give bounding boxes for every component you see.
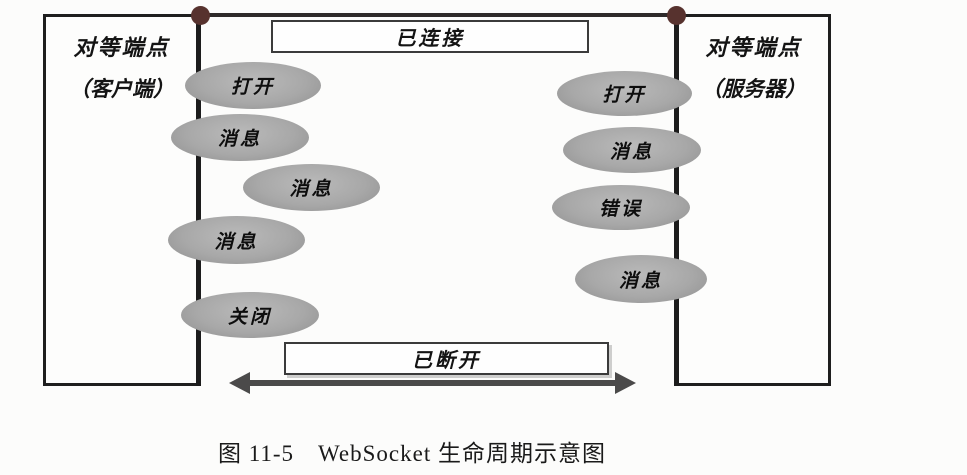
server-endpoint-subtitle: （服务器）	[701, 78, 806, 101]
server-connection-dot-icon	[667, 6, 686, 25]
client-endpoint-title: 对等端点	[73, 35, 170, 60]
figure-caption: 图 11-5 WebSocket 生命周期示意图	[218, 441, 606, 466]
server-endpoint-title: 对等端点	[705, 35, 802, 60]
client-connection-dot-icon	[191, 6, 210, 25]
client-event-open: 打开	[185, 62, 321, 109]
client-endpoint-box: 对等端点 （客户端）	[43, 14, 200, 386]
server-event-message-1: 消息	[563, 127, 701, 173]
client-endpoint-subtitle: （客户端）	[69, 78, 174, 101]
connected-label: 已连接	[395, 28, 465, 50]
disconnected-state-box: 已断开	[284, 342, 609, 375]
right-arrowhead-icon	[615, 372, 636, 394]
client-event-message-2: 消息	[243, 164, 380, 211]
server-event-error: 错误	[552, 185, 690, 230]
disconnect-arrow	[247, 380, 618, 386]
connected-state-box: 已连接	[271, 20, 589, 53]
client-event-close: 关闭	[181, 292, 319, 338]
server-event-message-2: 消息	[575, 255, 707, 303]
disconnected-label: 已断开	[412, 350, 481, 372]
left-arrowhead-icon	[229, 372, 250, 394]
client-event-message-1: 消息	[171, 114, 309, 161]
connection-line	[199, 13, 676, 17]
server-endpoint-box: 对等端点 （服务器）	[676, 14, 831, 386]
client-lifeline	[196, 14, 201, 386]
client-event-message-3: 消息	[168, 216, 305, 264]
server-event-open: 打开	[557, 71, 692, 116]
